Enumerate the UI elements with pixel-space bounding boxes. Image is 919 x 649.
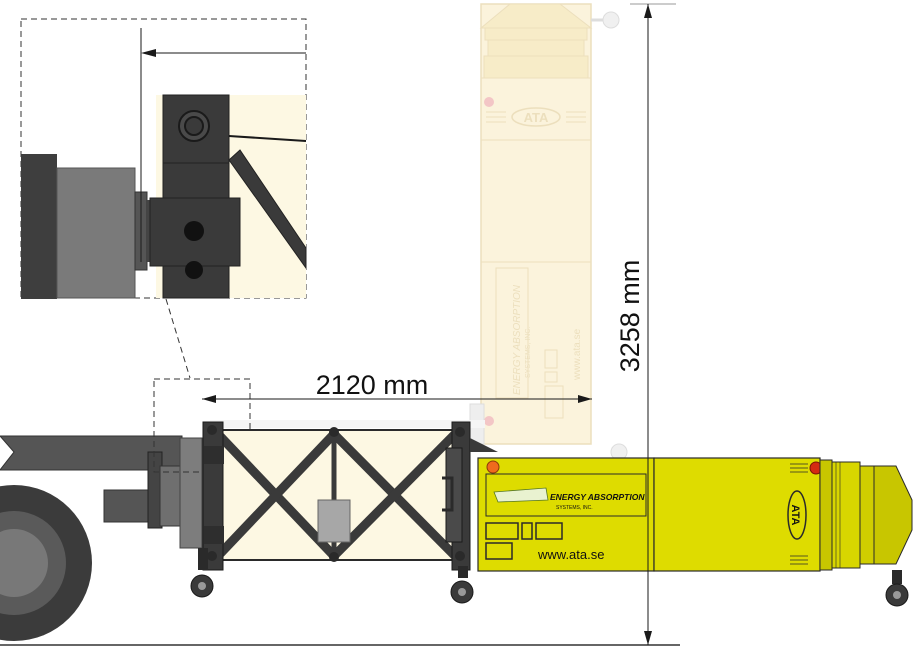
- brand-subtext: SYSTEMS, INC.: [556, 505, 593, 511]
- detail-marker-box: [153, 378, 251, 473]
- attenuator-unit: ENERGY ABSORPTION SYSTEMS, INC. www.ata.…: [477, 457, 913, 607]
- ghost-brand-subtext: SYSTEMS, INC.: [525, 327, 532, 378]
- ghost-website: www.ata.se: [572, 328, 583, 381]
- width-label: 2120 mm: [316, 370, 429, 400]
- label-box-2: [521, 522, 533, 540]
- label-box-3: [535, 522, 563, 540]
- ghost-logo-text: ATA: [524, 110, 549, 125]
- truck: [0, 435, 203, 641]
- height-label: 3258 mm: [615, 260, 645, 373]
- inset-leader-line: [165, 298, 191, 379]
- width-dimension: 2120 mm: [202, 370, 592, 403]
- label-box-1: [485, 522, 519, 540]
- brand-text: ENERGY ABSORPTION: [550, 492, 645, 502]
- unit-website: www.ata.se: [537, 547, 604, 562]
- detail-inset: [20, 18, 307, 299]
- ghost-raised-unit: ATA ENERGY ABSORPTION SYSTEMS, INC. www.…: [210, 3, 628, 461]
- scissor-frame: [190, 421, 498, 604]
- unit-logo-text: ATA: [789, 505, 801, 526]
- height-dimension: 3258 mm: [615, 4, 652, 645]
- label-box-4: [485, 542, 513, 560]
- ghost-brand-text: ENERGY ABSORPTION: [512, 284, 523, 395]
- ata-logo: ATA: [787, 490, 807, 540]
